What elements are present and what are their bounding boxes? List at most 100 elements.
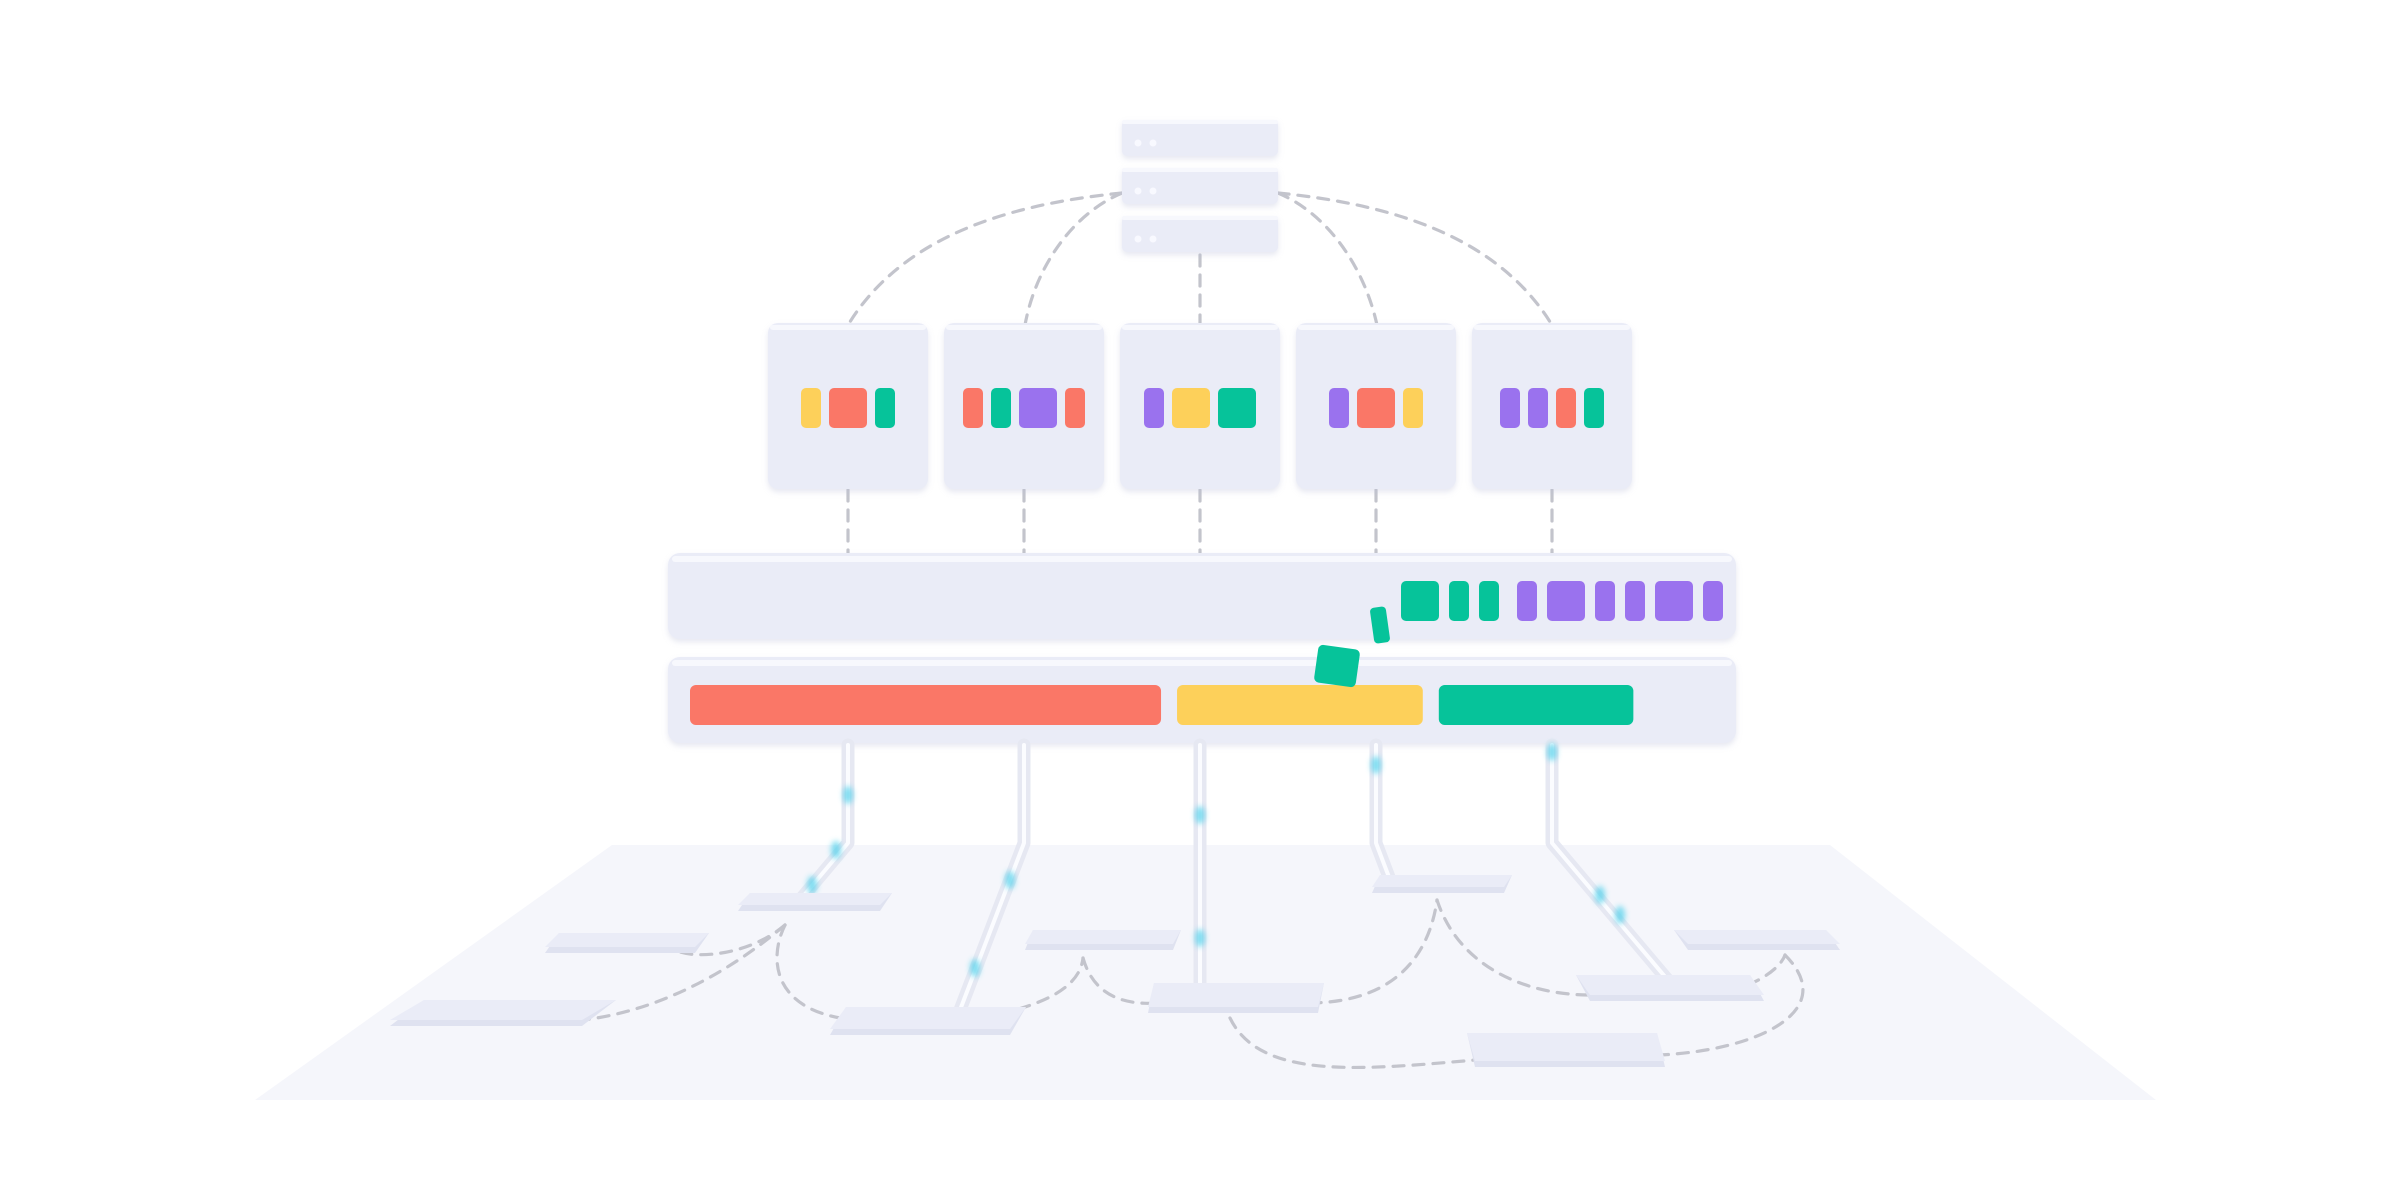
data-block [963, 388, 983, 428]
status-light [1149, 235, 1157, 243]
server-unit-edge [1122, 168, 1278, 172]
data-block [1329, 388, 1349, 428]
dashed-link [1023, 191, 1124, 327]
dashed-route [1658, 953, 1805, 1057]
floor-tile [390, 1000, 616, 1026]
pipe-highlight [1550, 743, 1674, 987]
data-pulse [831, 841, 841, 859]
tile-top [1576, 975, 1764, 995]
data-pulse [970, 959, 980, 977]
data-pulse [807, 876, 817, 894]
moving-block [1370, 606, 1390, 644]
data-block [829, 388, 867, 428]
data-block [875, 388, 895, 428]
module-card [1472, 323, 1632, 489]
upper-bus-edge [672, 556, 1732, 562]
server-stack [1122, 120, 1278, 252]
data-block [1403, 388, 1423, 428]
dashed-link [1276, 191, 1379, 327]
status-light [1149, 187, 1157, 195]
module-card-edge [1122, 325, 1278, 330]
data-block [991, 388, 1011, 428]
queued-block [1547, 581, 1585, 621]
data-block [1019, 388, 1057, 428]
module-card-edge [946, 325, 1102, 330]
server-connections [846, 191, 1554, 559]
data-pulse [1615, 906, 1625, 924]
tile-top [738, 893, 892, 905]
floor-tile [1025, 930, 1181, 950]
module-card-edge [1298, 325, 1454, 330]
bus-segment [690, 685, 1162, 725]
queued-block [1655, 581, 1693, 621]
pipe [953, 738, 1031, 1017]
data-pulse [1371, 756, 1381, 774]
tile-top [390, 1000, 616, 1020]
data-block [1218, 388, 1256, 428]
queued-block [1449, 581, 1469, 621]
data-block [1528, 388, 1548, 428]
node-module [944, 323, 1104, 489]
node-modules [768, 323, 1632, 489]
server-unit-body [1122, 120, 1278, 156]
upper-bus-panel [668, 553, 1736, 639]
data-pipes [793, 738, 1679, 1017]
floor-tile [1674, 930, 1840, 950]
data-block [1144, 388, 1164, 428]
tile-top [545, 933, 709, 947]
tile-top [1467, 1033, 1665, 1061]
server-unit-body [1122, 216, 1278, 252]
bus-segment [1177, 685, 1423, 725]
floor-tiles [390, 875, 1840, 1067]
tile-top [1372, 875, 1512, 887]
floor-tile [1372, 875, 1512, 893]
upper-bus [668, 553, 1736, 639]
dashed-link [846, 191, 1124, 327]
moving-block [1314, 644, 1360, 688]
server-unit-edge [1122, 216, 1278, 220]
dashed-route [775, 923, 842, 1020]
status-light [1134, 235, 1142, 243]
data-pulse [1547, 743, 1557, 761]
data-block [801, 388, 821, 428]
pipe [1369, 738, 1399, 892]
server-unit-body [1122, 168, 1278, 204]
queued-block [1479, 581, 1499, 621]
tile-top [1025, 930, 1181, 944]
floor-tile [830, 1007, 1026, 1035]
data-block [1556, 388, 1576, 428]
node-module [1296, 323, 1456, 489]
queued-block [1401, 581, 1439, 621]
lower-bus-edge [672, 660, 1732, 666]
node-module [1120, 323, 1280, 489]
data-block [1172, 388, 1210, 428]
transfer-blocks [1314, 606, 1390, 688]
dashed-link [1276, 191, 1554, 327]
dashed-route [1435, 898, 1592, 997]
floor-tile [1467, 1033, 1665, 1067]
dashed-route [1308, 898, 1439, 1005]
floor-tile [1576, 975, 1764, 1001]
data-block [1500, 388, 1520, 428]
floor-tile [1148, 983, 1324, 1013]
tile-top [830, 1007, 1026, 1029]
server-unit [1122, 216, 1278, 252]
pipe [793, 738, 855, 907]
data-pulse [1005, 871, 1015, 889]
module-card-edge [770, 325, 926, 330]
pipe-highlight [1374, 743, 1394, 887]
server-unit [1122, 120, 1278, 156]
tile-top [1148, 983, 1324, 1007]
status-light [1134, 139, 1142, 147]
queued-block [1703, 581, 1723, 621]
data-block [1065, 388, 1085, 428]
queued-block [1625, 581, 1645, 621]
queued-block [1517, 581, 1537, 621]
module-card-edge [1474, 325, 1630, 330]
status-light [1134, 187, 1142, 195]
server-unit [1122, 168, 1278, 204]
tile-top [1674, 930, 1840, 944]
data-block [1584, 388, 1604, 428]
